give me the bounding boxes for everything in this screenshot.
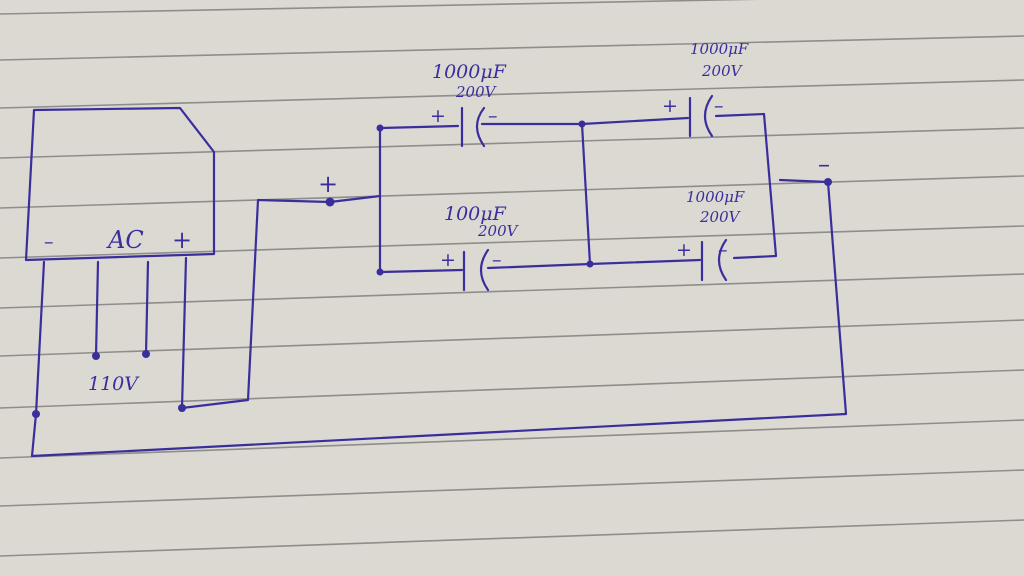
input-voltage-label: 110V (88, 373, 140, 395)
c3-voltage: 200V (477, 222, 520, 240)
rectifier-plus-label: + (172, 226, 192, 254)
plus-lead (180, 194, 382, 410)
c3-minus-label: – (492, 249, 502, 271)
return-wire (30, 178, 848, 458)
rectifier-ac-label: AC (106, 226, 144, 254)
c1-plus-label: + (430, 105, 446, 127)
capacitor-c2: + – 1000μF 200V (662, 40, 749, 138)
c2-minus-label: – (714, 95, 724, 117)
bottom-mid-wire (486, 258, 702, 270)
c1-left-wire (378, 124, 460, 130)
c2-right-wire (714, 112, 778, 260)
c3-plus-label: + (440, 249, 456, 271)
c4-capacitance: 1000μF (686, 188, 745, 206)
c4-plus-label: + (676, 239, 692, 261)
ac-lead-2 (144, 260, 150, 356)
capacitor-network-wiring (378, 112, 778, 274)
middle-bus (580, 122, 592, 266)
c3-capacitance: 100μF (444, 203, 507, 225)
bridge-rectifier: – AC + (24, 106, 216, 262)
capacitor-c1: + – 1000μF 200V (430, 61, 507, 148)
c4-voltage: 200V (699, 208, 742, 226)
c2-capacitance: 1000μF (690, 40, 749, 58)
c4-minus-label: – (718, 239, 728, 261)
c2-plus-label: + (662, 95, 678, 117)
c1-voltage: 200V (455, 83, 498, 101)
c1-minus-label: – (488, 105, 498, 127)
ruled-lines (0, 0, 1024, 557)
dc-minus-label: – (818, 150, 830, 178)
dc-plus-label: + (318, 170, 338, 198)
ac-lead-1 (94, 260, 100, 358)
rectifier-minus-label: – (44, 231, 54, 253)
c1-capacitance: 1000μF (432, 61, 507, 83)
c2-voltage: 200V (701, 62, 744, 80)
capacitor-c4: + – 1000μF 200V (676, 188, 745, 282)
c3-left-wire (378, 268, 464, 274)
capacitor-c3: + – 100μF 200V (440, 203, 520, 292)
rectifier-outline (24, 106, 216, 262)
